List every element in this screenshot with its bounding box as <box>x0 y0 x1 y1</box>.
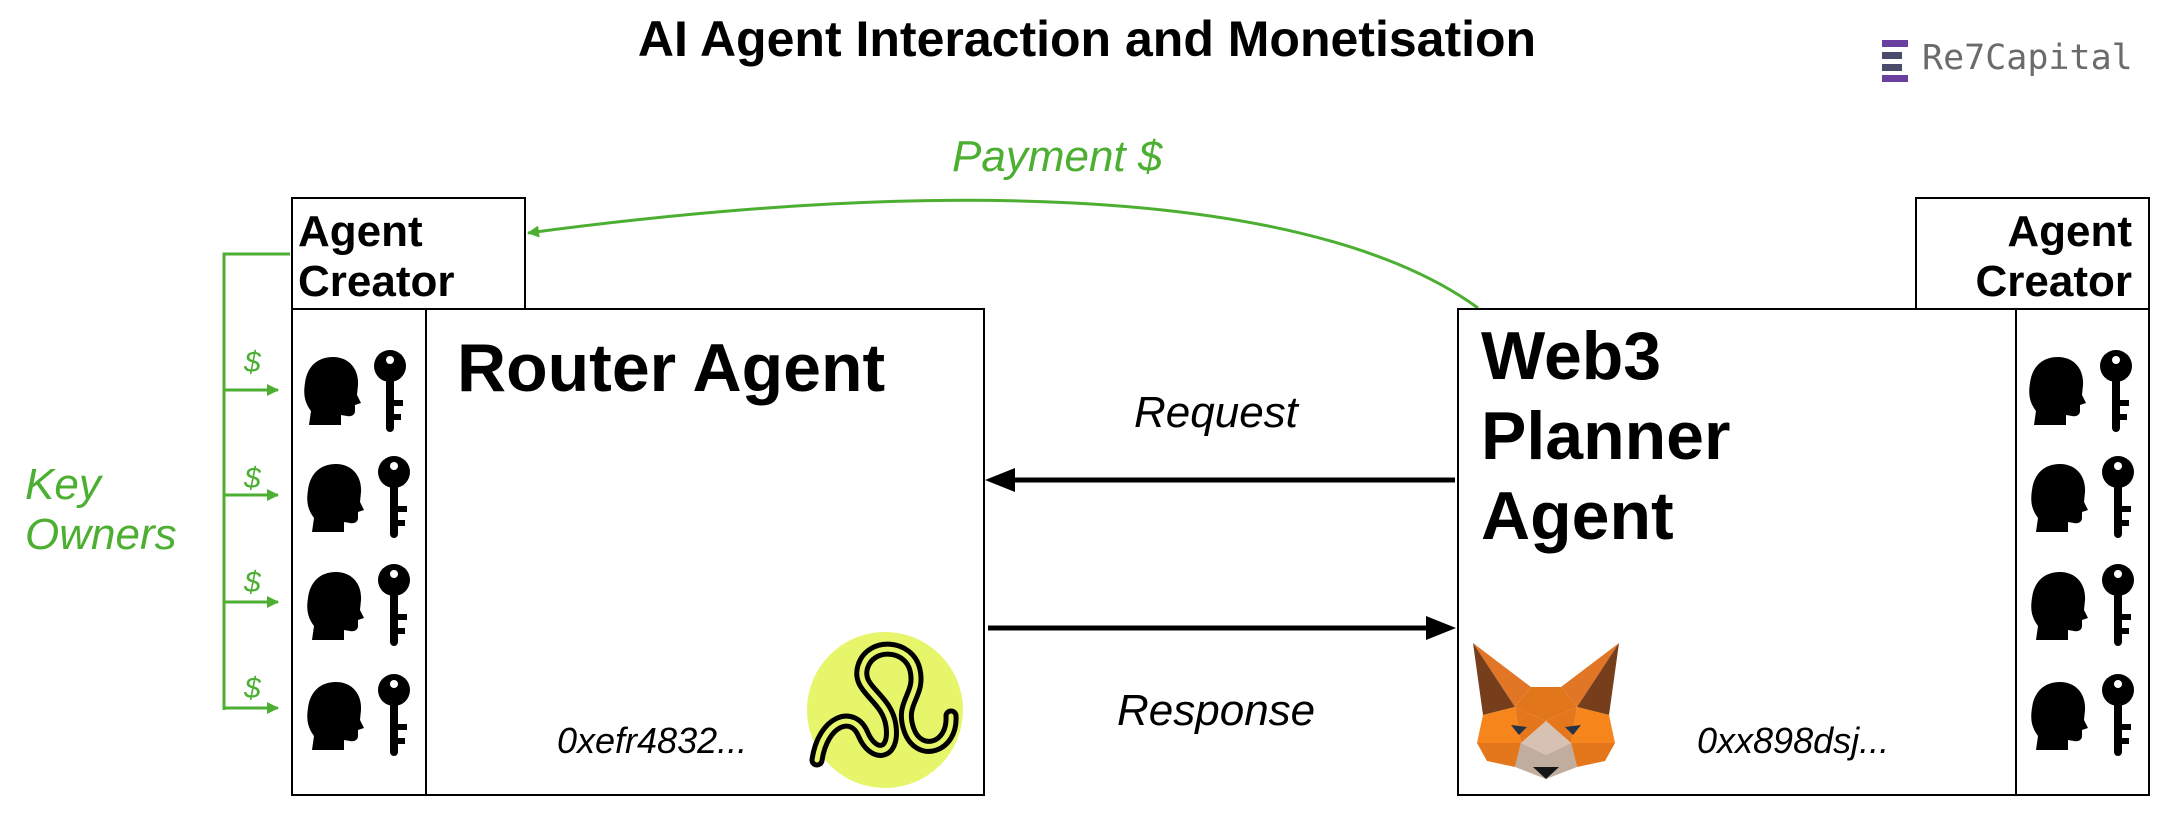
key-icon <box>2100 350 2132 432</box>
dollar-mark: $ <box>244 346 261 379</box>
head-silhouette-icon <box>2031 682 2088 750</box>
planner-agent-name: Web3 Planner Agent <box>1481 316 1730 556</box>
key-owners-label: Key Owners <box>25 460 177 560</box>
planner-name-line-1: Web3 <box>1481 318 1662 394</box>
diagram-title: AI Agent Interaction and Monetisation <box>637 11 1537 67</box>
key-owners-line-2: Owners <box>25 510 177 559</box>
head-silhouette-icon <box>2031 572 2088 640</box>
left-creator-line-2: Creator <box>298 257 455 306</box>
key-icon <box>378 564 410 646</box>
head-silhouette-icon <box>307 572 364 640</box>
router-logo-icon <box>807 632 963 788</box>
right-creator-line-1: Agent <box>2007 207 2132 256</box>
key-owners-bracket <box>222 252 290 710</box>
dollar-mark: $ <box>244 672 261 705</box>
request-arrowhead <box>985 468 1015 492</box>
payment-arrow <box>527 198 1479 310</box>
request-label: Request <box>1134 388 1298 437</box>
router-agent-box: Router Agent 0xefr4832... <box>425 308 985 796</box>
key-icon <box>2102 564 2134 646</box>
planner-agent-address: 0xx898dsj... <box>1697 720 1890 761</box>
dollar-mark: $ <box>244 462 261 495</box>
router-agent-name: Router Agent <box>457 330 886 406</box>
key-icon <box>374 350 406 432</box>
response-arrowhead <box>1426 616 1456 640</box>
web3-planner-agent-box: Web3 Planner Agent 0xx898dsj... <box>1457 308 2017 796</box>
key-icon <box>2102 456 2134 538</box>
head-silhouette-icon <box>2031 464 2088 532</box>
key-icon <box>2102 674 2134 756</box>
response-label: Response <box>1117 686 1316 735</box>
brand-suffix: Capital <box>1985 38 2133 78</box>
router-agent-address: 0xefr4832... <box>557 720 748 761</box>
brand-name: Re7 <box>1922 38 1986 78</box>
fox-logo-icon <box>1473 643 1619 779</box>
right-agent-creator-box: Agent Creator <box>1915 197 2150 310</box>
payment-label: Payment $ <box>952 132 1163 181</box>
head-silhouette-icon <box>307 464 364 532</box>
re7-logo-icon <box>1882 40 1908 82</box>
head-silhouette-icon <box>2029 357 2086 425</box>
key-icon <box>378 456 410 538</box>
right-creator-line-2: Creator <box>1975 257 2133 306</box>
dollar-mark: $ <box>244 566 261 599</box>
brand-logo: Re7Capital <box>1922 38 2133 78</box>
head-silhouette-icon <box>304 357 361 425</box>
left-agent-creator-box: Agent Creator <box>291 197 526 310</box>
head-silhouette-icon <box>307 682 364 750</box>
planner-name-line-2: Planner <box>1481 398 1731 474</box>
key-owners-line-1: Key <box>25 460 101 509</box>
planner-name-line-3: Agent <box>1481 478 1674 554</box>
key-icon <box>378 674 410 756</box>
left-creator-line-1: Agent <box>298 207 423 256</box>
